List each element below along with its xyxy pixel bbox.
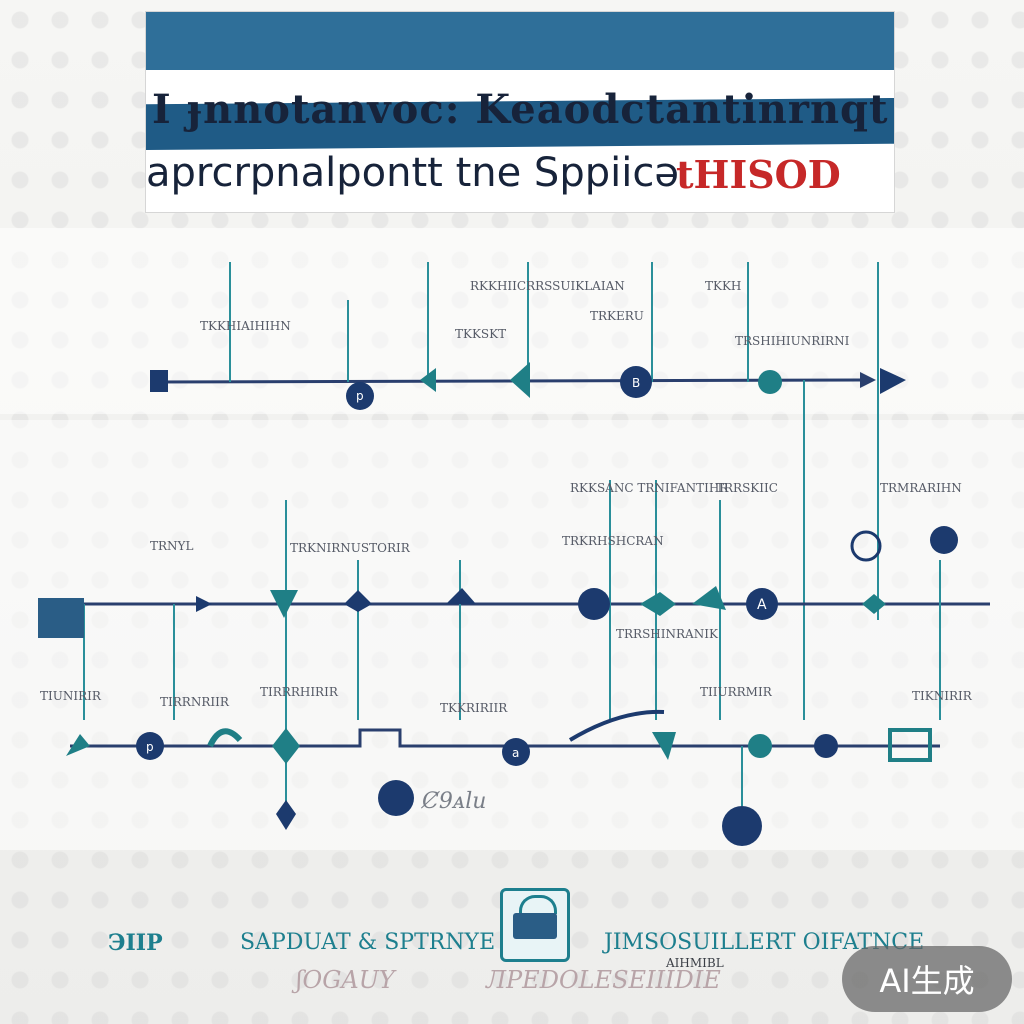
row-2-label-5: TRKRHSHCRAN [562,534,664,548]
row-2-label-2: TRKNIRNUSTORIR [290,541,411,555]
title-line-1: I ɟnnotanvoc: Keaodctantinrnqt [152,86,888,133]
ai-generated-badge: AI生成 [842,946,1012,1012]
logo-cap-shape [519,895,557,914]
node-letter-1: p [356,389,364,403]
row-3-labels: TIUNIRIR TIRRNRIIR TIRRRHIRIR TKKRIRIIR … [40,685,973,715]
row-1-labels: RKKHIICRRSSUIKLAIAN TRKERU TKKHIAIHIHN T… [200,279,850,348]
row-3-label-3: TIRRRHIRIR [260,685,339,699]
row-1-label-2: TRKERU [590,309,644,323]
row-1-label-6: TRSHIHIUNRIRNI [735,334,850,348]
title-line-2: aprcrpnalpontt tne Sppiicǝ [146,150,679,196]
row-1-node-letters: p B [356,376,640,403]
row-2-mid-label: TRRSHINRANIK [616,627,719,641]
footer-left-text: SAPDUAT & SPTRNYE [240,930,496,955]
row-2-node-letters: A [757,597,767,613]
title-accent-word: tHISOD [676,152,841,197]
row-3-nodes [66,709,932,846]
row-3-label-4: TKKRIRIIR [440,701,508,715]
row-1-connectors [229,262,879,720]
timeline-row-3 [70,728,940,748]
title-brush-stripe [146,98,894,150]
row-3-label-5: TIIURRMIR [700,685,773,699]
row-1-nodes [150,362,906,410]
row-1-label-4: TKKSKT [455,327,506,341]
footer-left-sub: ʃOGAUY [296,966,395,994]
row-3-label-1: TIUNIRIR [40,689,102,703]
row-2-nodes [38,526,958,638]
node-letter-2: B [632,376,640,390]
row-2-labels: TRNYL TRKNIRNUSTORIR RKKSANC TRNIFANTIHR… [150,481,962,641]
diagram-caption: Ȼ9ᴀlu [420,789,486,814]
timeline-row-1 [149,378,861,384]
arrow-head-row-1 [860,372,876,388]
band-middle [0,420,1024,850]
footer-center-logo [500,888,570,962]
row-2-connectors [83,480,941,820]
row-2-label-6: TRMRARIHN [880,481,962,495]
row-3-node-letters: p a [146,740,519,760]
row-1-label-3: TKKHIAIHIHN [200,319,291,333]
row-1-label-1: RKKHIICRRSSUIKLAIAN [470,279,625,293]
row-3-label-6: TIKNIRIR [912,689,973,703]
row-2-label-1: TRNYL [150,539,193,553]
footer-left-logo: ЭIIP [108,930,163,956]
title-color-bar [146,12,894,70]
title-card: I ɟnnotanvoc: Keaodctantinrnqt aprcrpnal… [146,12,894,212]
row-3-label-2: TIRRNRIIR [160,695,230,709]
row-1-label-5: TKKH [705,279,741,293]
footer-right-lower: ЛPEDOLESEIIIDIE [486,966,721,994]
footer-right-sub: AIHMIBL [666,956,724,970]
node-letter-5: a [512,746,519,760]
node-letter-3: A [757,597,767,613]
node-letter-4: p [146,740,154,754]
logo-inner-shape [513,913,557,939]
row-2-label-3: RKKSANC TRNIFANTIHR [570,481,729,495]
row-2-label-4: TRRSKIIC [716,481,778,495]
